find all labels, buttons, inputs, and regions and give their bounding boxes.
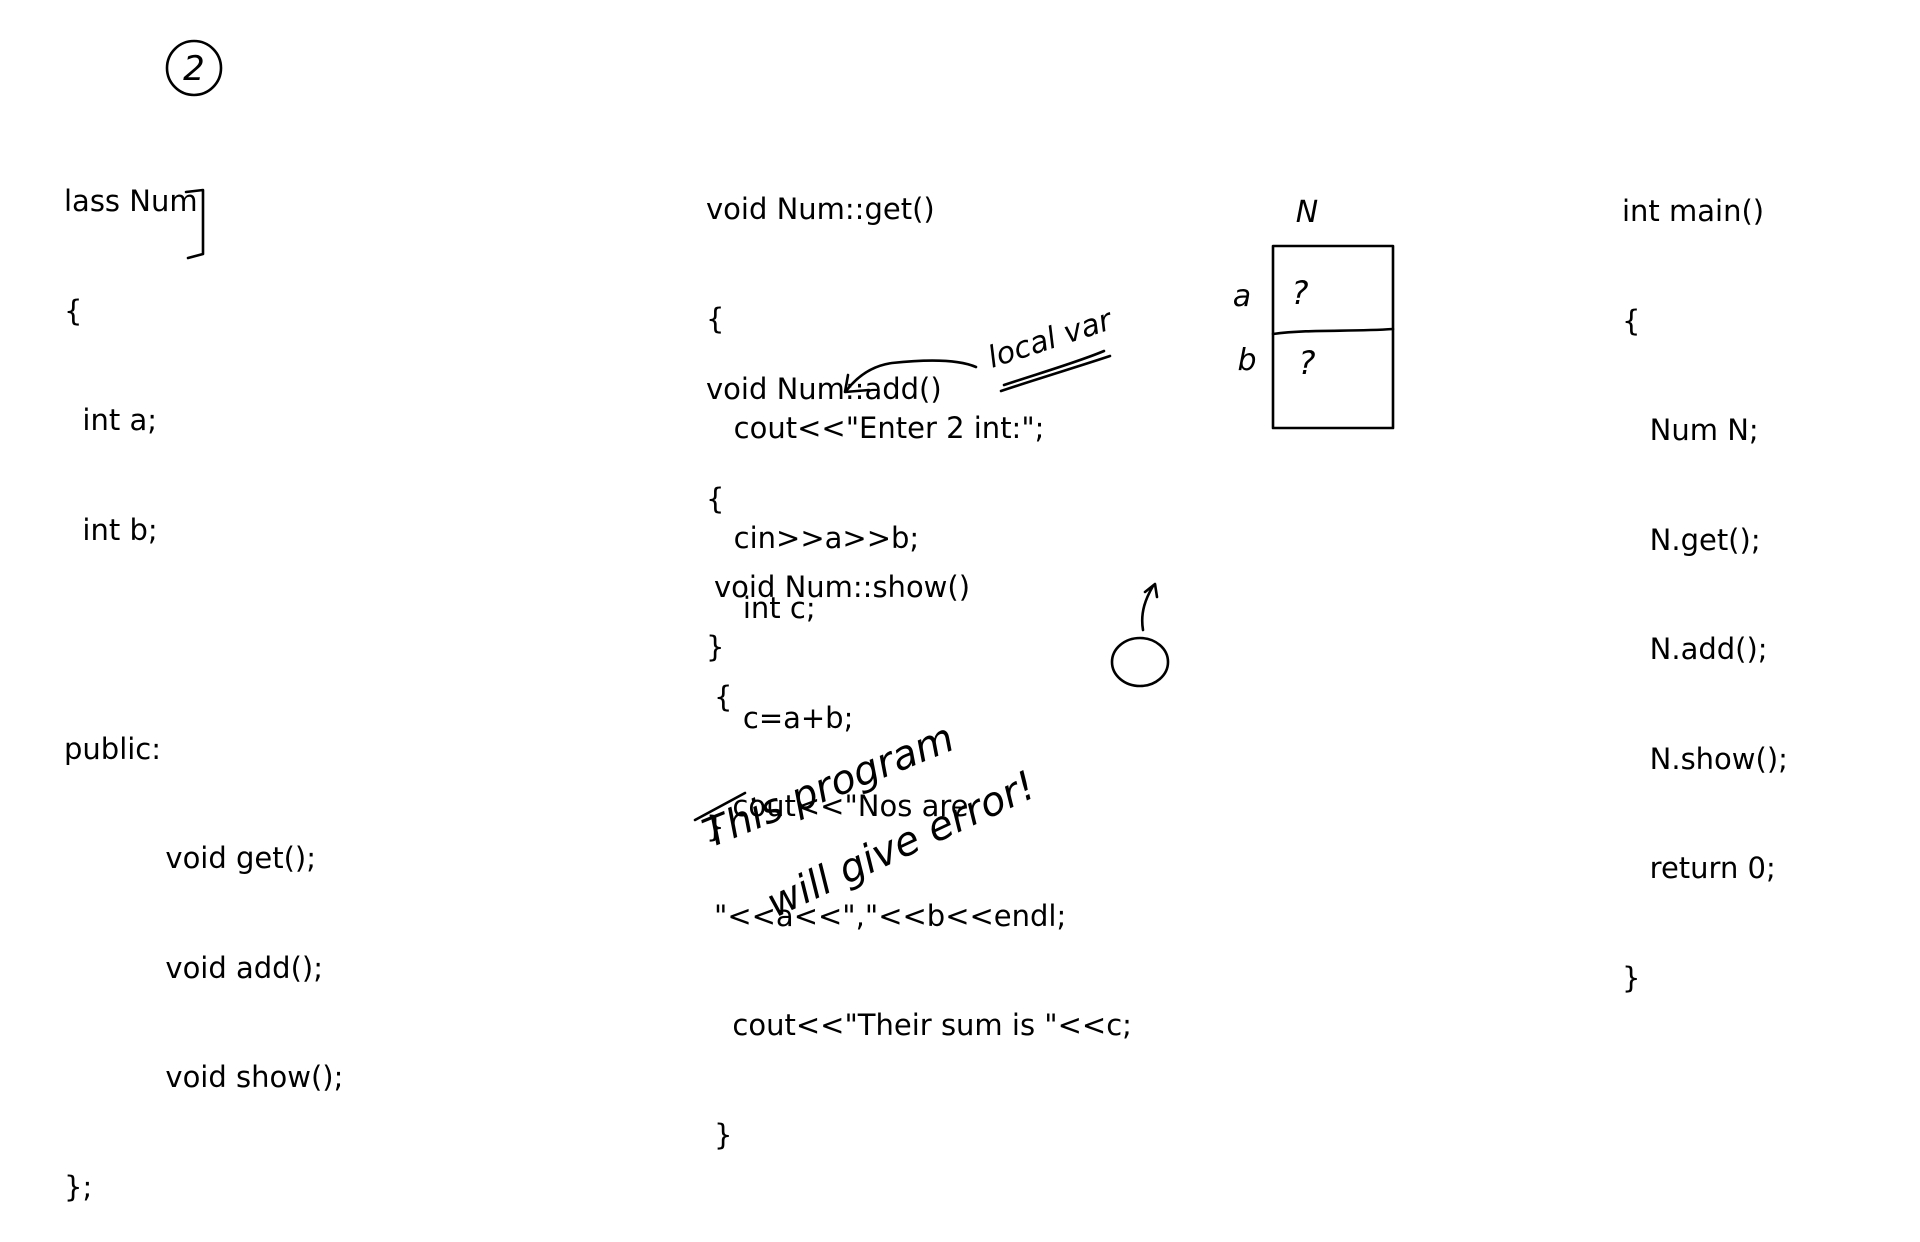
code-line: void Num::show() xyxy=(714,570,971,604)
code-line: } xyxy=(1622,960,1641,995)
main-function: int main() { Num N; N.get(); N.add(); N.… xyxy=(1622,120,1788,1033)
code-line: return 0; xyxy=(1622,851,1776,885)
code-line: int a; xyxy=(64,403,158,437)
code-line: void get(); xyxy=(64,841,317,875)
page-number-text: 2 xyxy=(183,49,205,89)
code-line: N.add(); xyxy=(1622,632,1768,666)
class-declaration: lass Num { int a; int b; public: void ge… xyxy=(64,110,343,1242)
memory-box xyxy=(1271,244,1395,430)
memory-row-b-value: ? xyxy=(1299,344,1316,382)
code-line: cout<<"Enter 2 int:"; xyxy=(706,411,1045,445)
memory-object-label: N xyxy=(1296,195,1318,230)
code-line: "<<a<<","<<b<<endl; xyxy=(714,898,1067,933)
code-line: public: xyxy=(64,731,162,766)
show-function: void Num::show() { cout<<"Nos are "<<a<<… xyxy=(714,496,1132,1190)
code-line: c=a+b; xyxy=(706,700,854,735)
code-line: void Num::add() xyxy=(706,372,942,406)
code-line: { xyxy=(1622,303,1641,338)
up-arrow xyxy=(1140,584,1155,632)
code-line: void show(); xyxy=(64,1060,344,1094)
page-number-mark: 2 xyxy=(165,39,223,97)
code-line: }; xyxy=(64,1169,93,1204)
get-function: void Num::get() { cout<<"Enter 2 int:"; … xyxy=(706,118,1044,702)
code-line: } xyxy=(706,630,725,664)
code-line: { xyxy=(64,293,83,328)
code-line: lass Num xyxy=(64,184,198,218)
code-line: void Num::get() xyxy=(706,192,935,226)
code-line: { xyxy=(714,679,733,714)
code-line: { xyxy=(706,301,725,336)
memory-diagram: N a b ? ? xyxy=(1233,195,1395,430)
code-line: cin>>a>>b; xyxy=(706,520,920,555)
code-line: cout<<"Nos are xyxy=(714,789,969,823)
up-arrow-head xyxy=(1143,582,1159,599)
memory-divider xyxy=(1271,327,1395,336)
code-line xyxy=(64,621,343,658)
code-line: cout<<"Their sum is "<<c; xyxy=(714,1008,1132,1042)
code-line: N.get(); xyxy=(1622,522,1761,557)
memory-row-a-value: ? xyxy=(1292,274,1309,312)
code-line: void add(); xyxy=(64,950,323,985)
memory-row-a-label: a xyxy=(1233,279,1251,314)
code-line: Num N; xyxy=(1622,413,1759,447)
code-line: } xyxy=(714,1117,733,1152)
code-line: int main() xyxy=(1622,194,1765,228)
code-line: int b; xyxy=(64,512,158,547)
code-line: { xyxy=(706,481,725,516)
code-line: int c; xyxy=(706,591,816,625)
memory-row-b-label: b xyxy=(1237,343,1256,378)
code-line: N.show(); xyxy=(1622,741,1788,776)
